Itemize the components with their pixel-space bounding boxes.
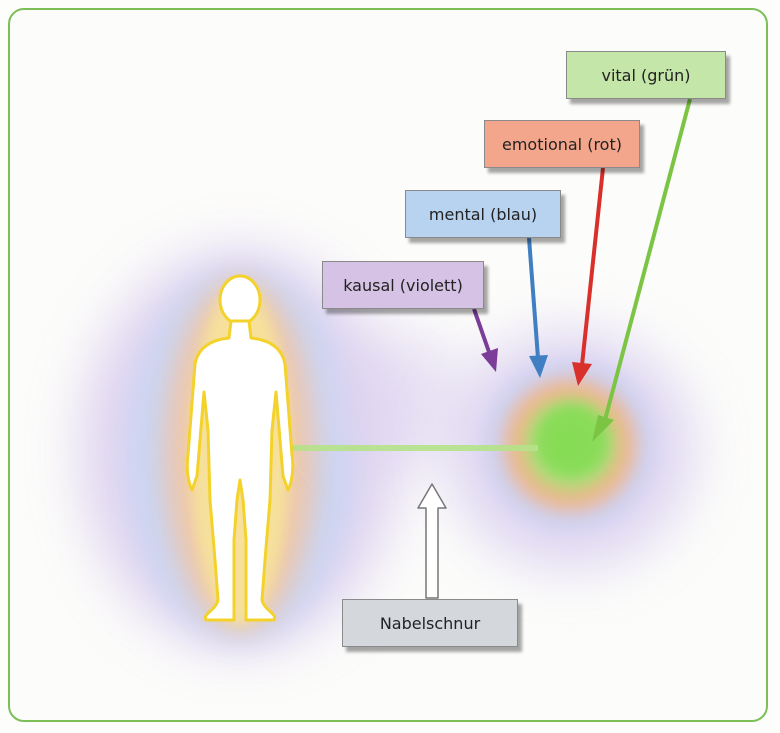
orb-aura <box>445 330 695 570</box>
arrow-emotional <box>572 167 605 386</box>
label-emotional-red: emotional (rot) <box>484 120 640 168</box>
label-vital-green: vital (grün) <box>566 51 726 99</box>
arrow-kausal <box>472 308 498 372</box>
human-body-silhouette <box>185 274 295 622</box>
arrow-nabelschnur <box>417 483 447 599</box>
label-kausal-violet: kausal (violett) <box>322 261 484 309</box>
arrow-vital <box>592 98 692 442</box>
arrow-mental <box>527 237 548 378</box>
label-nabelschnur: Nabelschnur <box>342 599 518 647</box>
label-mental-blue: mental (blau) <box>405 190 561 238</box>
